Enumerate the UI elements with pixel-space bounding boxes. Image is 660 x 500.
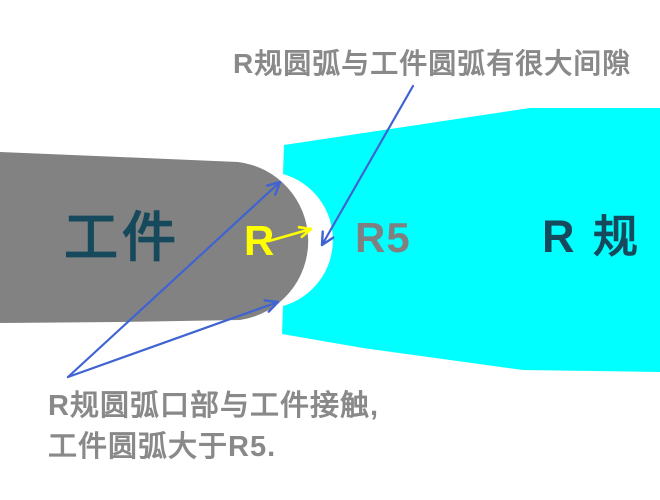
r-gauge-label: R 规	[542, 211, 641, 262]
annotation-arrows	[66, 84, 415, 379]
gauge-radius-r5-label: R5	[355, 214, 411, 261]
gap-pointer-arrow	[320, 84, 415, 247]
r-gauge-shape	[282, 108, 660, 372]
bottom-annotation-line1: R规圆弧口部与工件接触,	[48, 388, 379, 422]
lower-contact-arrow	[66, 299, 280, 379]
upper-contact-arrow	[66, 180, 282, 379]
workpiece-label: 工件	[64, 208, 180, 268]
top-annotation-text: R规圆弧与工件圆弧有很大间隙	[233, 48, 631, 79]
workpiece-shape	[0, 152, 309, 323]
radius-arrow	[267, 225, 313, 243]
bottom-annotation-line2: 工件圆弧大于R5.	[48, 430, 276, 463]
radius-r-label: R	[244, 217, 274, 264]
